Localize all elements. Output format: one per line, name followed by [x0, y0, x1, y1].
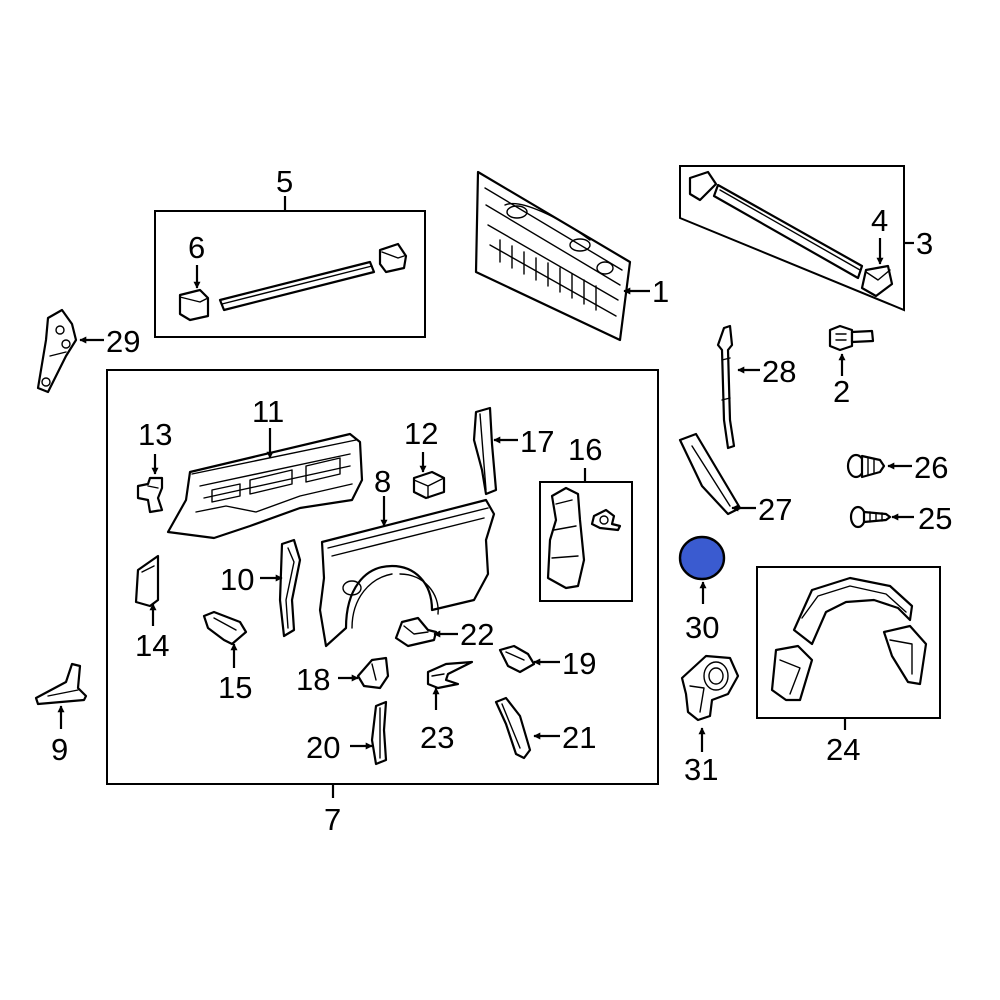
- callout-18: 18: [296, 662, 330, 697]
- bracket-part-18[interactable]: [356, 656, 390, 690]
- callout-27: 27: [758, 492, 792, 527]
- filler-housing-part-31[interactable]: [680, 654, 740, 722]
- clip-part-26[interactable]: [846, 453, 886, 479]
- end-cap-part-6[interactable]: [178, 288, 210, 322]
- bracket-part-15[interactable]: [202, 610, 248, 646]
- plate-part-14[interactable]: [134, 554, 160, 608]
- tailgate-panel-part-1[interactable]: [474, 170, 632, 342]
- wheelhouse-liner-part-24[interactable]: [770, 576, 928, 702]
- callout-31: 31: [684, 752, 718, 787]
- callout-3: 3: [916, 226, 933, 261]
- callout-14: 14: [135, 628, 169, 663]
- callout-15: 15: [218, 670, 252, 705]
- pillar-part-20[interactable]: [370, 700, 388, 766]
- bracket-part-23[interactable]: [426, 660, 474, 690]
- group-box-5: [154, 210, 426, 338]
- bracket-part-13[interactable]: [136, 476, 164, 514]
- group-box-24: [756, 566, 941, 719]
- callout-10: 10: [220, 562, 254, 597]
- end-cap-part-4[interactable]: [860, 264, 894, 298]
- callout-23: 23: [420, 720, 454, 755]
- bracket-part-9[interactable]: [34, 662, 88, 706]
- hinge-part-29[interactable]: [36, 308, 78, 394]
- plug-part-30[interactable]: [678, 535, 726, 581]
- tailgate-rail-part-3[interactable]: [688, 170, 864, 280]
- callout-16: 16: [568, 432, 602, 467]
- callout-21: 21: [562, 720, 596, 755]
- inner-panel-part-11[interactable]: [166, 432, 364, 540]
- outer-panel-part-8[interactable]: [318, 498, 496, 648]
- pillar-part-10[interactable]: [278, 538, 302, 638]
- callout-19: 19: [562, 646, 596, 681]
- callout-28: 28: [762, 354, 796, 389]
- callout-22: 22: [460, 617, 494, 652]
- group-box-3: [679, 165, 905, 312]
- reinforcement-part-16[interactable]: [546, 486, 622, 590]
- bed-rail-part-5[interactable]: [218, 242, 408, 312]
- group-box-7: [106, 369, 659, 785]
- callout-26: 26: [914, 450, 948, 485]
- callout-1: 1: [652, 274, 669, 309]
- block-part-12[interactable]: [412, 470, 446, 500]
- callout-30: 30: [685, 610, 719, 645]
- callout-7: 7: [324, 802, 341, 837]
- callout-2: 2: [833, 374, 850, 409]
- callout-29: 29: [106, 324, 140, 359]
- callout-5: 5: [276, 164, 293, 199]
- bracket-part-19[interactable]: [498, 644, 536, 674]
- callout-17: 17: [520, 424, 554, 459]
- callout-24: 24: [826, 732, 860, 767]
- bracket-part-22[interactable]: [394, 616, 438, 648]
- support-strut-part-28[interactable]: [716, 324, 736, 450]
- callout-11: 11: [252, 394, 284, 429]
- callout-6: 6: [188, 230, 205, 265]
- screw-part-25[interactable]: [849, 505, 892, 529]
- callout-20: 20: [306, 730, 340, 765]
- callout-4: 4: [871, 203, 888, 238]
- callout-8: 8: [374, 464, 391, 499]
- callout-12: 12: [404, 416, 438, 451]
- brace-part-21[interactable]: [494, 696, 532, 760]
- callout-25: 25: [918, 501, 952, 536]
- callout-9: 9: [51, 732, 68, 767]
- bolt-part-2[interactable]: [828, 324, 875, 352]
- callout-13: 13: [138, 417, 172, 452]
- pillar-part-17[interactable]: [472, 406, 498, 496]
